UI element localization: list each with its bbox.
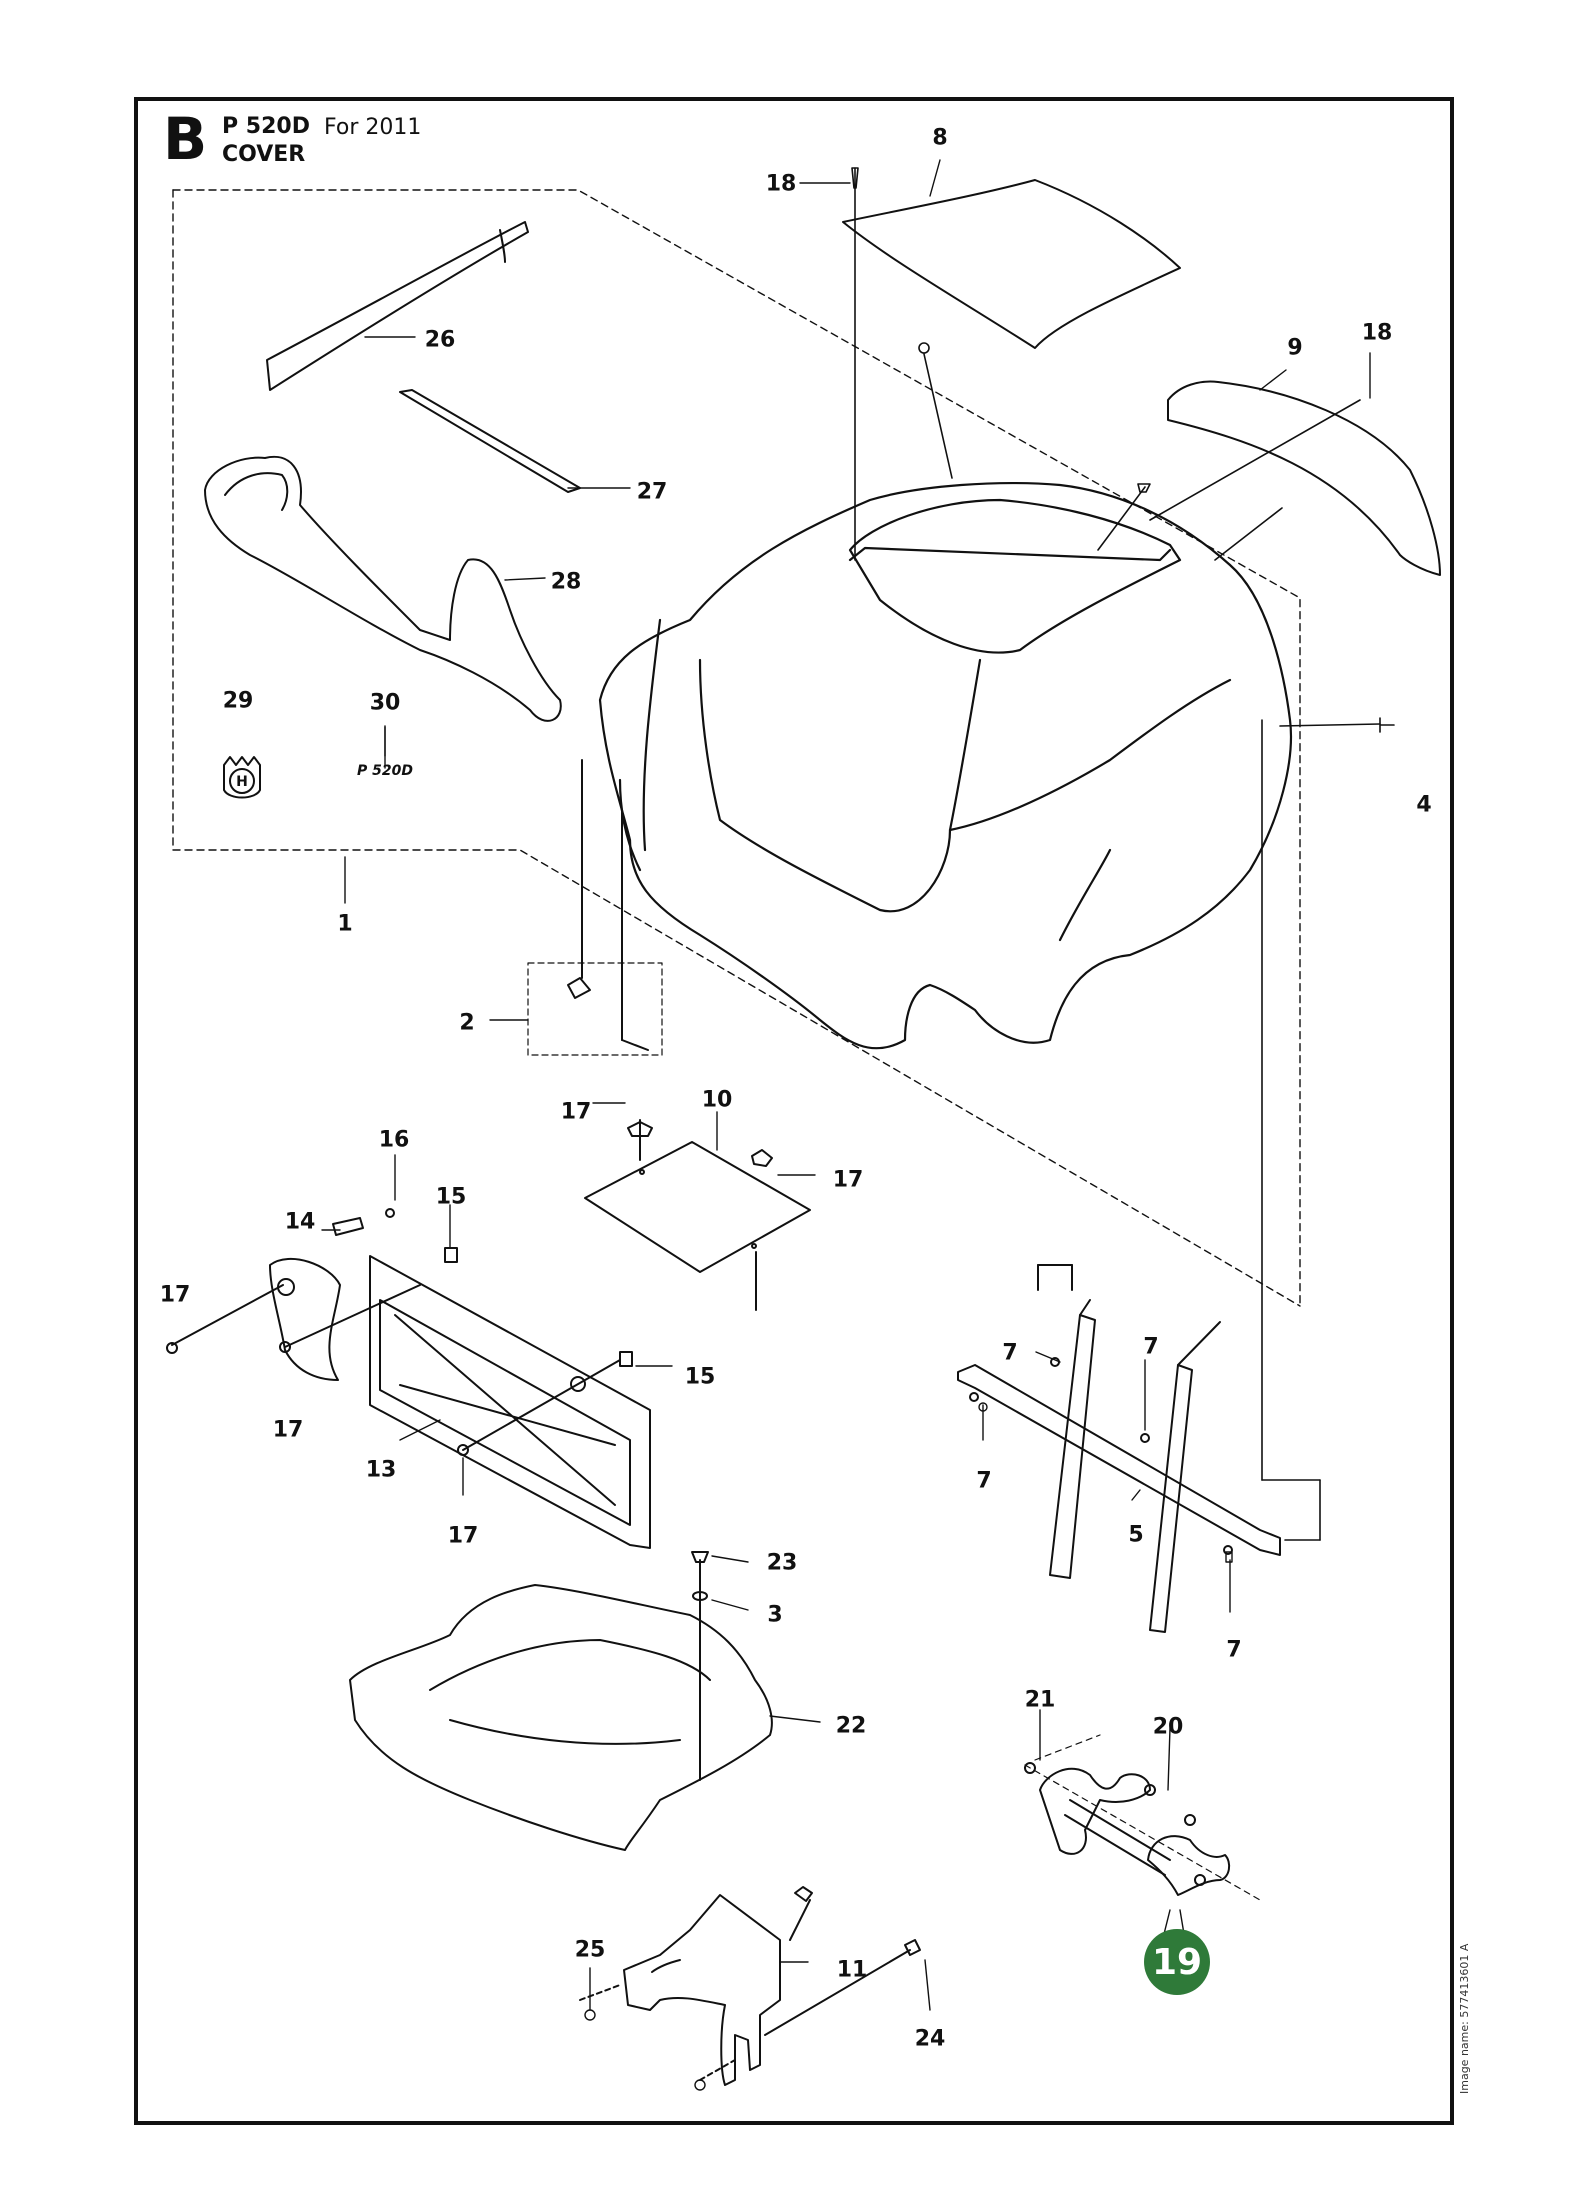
section-letter: B <box>163 105 208 173</box>
callout-15-right[interactable]: 15 <box>684 1364 716 1390</box>
callout-18-top[interactable]: 18 <box>765 171 797 197</box>
callout-23[interactable]: 23 <box>766 1550 798 1576</box>
part-10-plate <box>584 1119 811 1311</box>
callout-13[interactable]: 13 <box>365 1457 397 1483</box>
fasteners-top <box>851 167 1395 1541</box>
callout-7-top-right[interactable]: 7 <box>1143 1334 1159 1360</box>
callout-27[interactable]: 27 <box>636 479 668 505</box>
part-22-bottom-pan <box>349 1551 773 1851</box>
callout-8[interactable]: 8 <box>932 125 948 151</box>
callout-10[interactable]: 10 <box>701 1087 733 1113</box>
callout-19-highlighted[interactable]: 19 <box>1144 1929 1210 1995</box>
callout-9[interactable]: 9 <box>1287 335 1303 361</box>
callout-25[interactable]: 25 <box>574 1937 606 1963</box>
kit-group-outline <box>172 189 1301 1307</box>
small-fasteners <box>584 1402 1233 2091</box>
part-5-frame <box>957 1264 1281 1633</box>
callout-17-lower-left[interactable]: 17 <box>272 1417 304 1443</box>
callout-21[interactable]: 21 <box>1024 1687 1056 1713</box>
callout-17-bottom[interactable]: 17 <box>447 1523 479 1549</box>
part-27-bar <box>399 389 581 493</box>
part-26-strip <box>266 221 529 391</box>
callout-17-left[interactable]: 17 <box>159 1282 191 1308</box>
part-29-badge-letter: H <box>236 774 248 790</box>
part-1-cover-body <box>598 482 1293 1050</box>
part-8-top-panel <box>842 179 1181 349</box>
image-name-label: Image name: 577413601 A <box>1458 1943 1471 2094</box>
callout-22[interactable]: 22 <box>835 1713 867 1739</box>
callout-20[interactable]: 20 <box>1152 1714 1184 1740</box>
callout-17-plate-left[interactable]: 17 <box>560 1099 592 1125</box>
callout-5[interactable]: 5 <box>1128 1522 1144 1548</box>
callout-28[interactable]: 28 <box>550 569 582 595</box>
callout-24[interactable]: 24 <box>914 2026 946 2052</box>
part-13-deflector <box>166 1208 651 1549</box>
callout-16[interactable]: 16 <box>378 1127 410 1153</box>
callout-26[interactable]: 26 <box>424 327 456 353</box>
callout-15-top[interactable]: 15 <box>435 1184 467 1210</box>
callout-2[interactable]: 2 <box>459 1010 475 1036</box>
part-29-badge <box>223 756 261 799</box>
callout-1[interactable]: 1 <box>337 911 353 937</box>
callout-29[interactable]: 29 <box>222 688 254 714</box>
model-name: P 520D <box>222 114 310 139</box>
diagram-frame <box>134 97 1454 2125</box>
part-30-decal: P 520D <box>357 763 413 779</box>
section-title: COVER <box>222 142 306 167</box>
callout-11[interactable]: 11 <box>836 1957 868 1983</box>
part-9-rear-panel <box>1167 380 1441 576</box>
part-11-bracket <box>579 1886 921 2086</box>
callout-7-top-left[interactable]: 7 <box>1002 1340 1018 1366</box>
part-19-bracket <box>1024 1734 1261 1901</box>
callout-30[interactable]: 30 <box>369 690 401 716</box>
part-2-clip-box <box>527 759 663 1056</box>
part-28-seal <box>204 455 562 722</box>
callout-7-bottom-right[interactable]: 7 <box>1226 1637 1242 1663</box>
callout-14[interactable]: 14 <box>284 1209 316 1235</box>
model-year: For 2011 <box>324 115 422 140</box>
callout-3[interactable]: 3 <box>767 1602 783 1628</box>
callout-18-right[interactable]: 18 <box>1361 320 1393 346</box>
callout-4[interactable]: 4 <box>1416 792 1432 818</box>
callout-7-left[interactable]: 7 <box>976 1468 992 1494</box>
callout-17-plate-right[interactable]: 17 <box>832 1167 864 1193</box>
